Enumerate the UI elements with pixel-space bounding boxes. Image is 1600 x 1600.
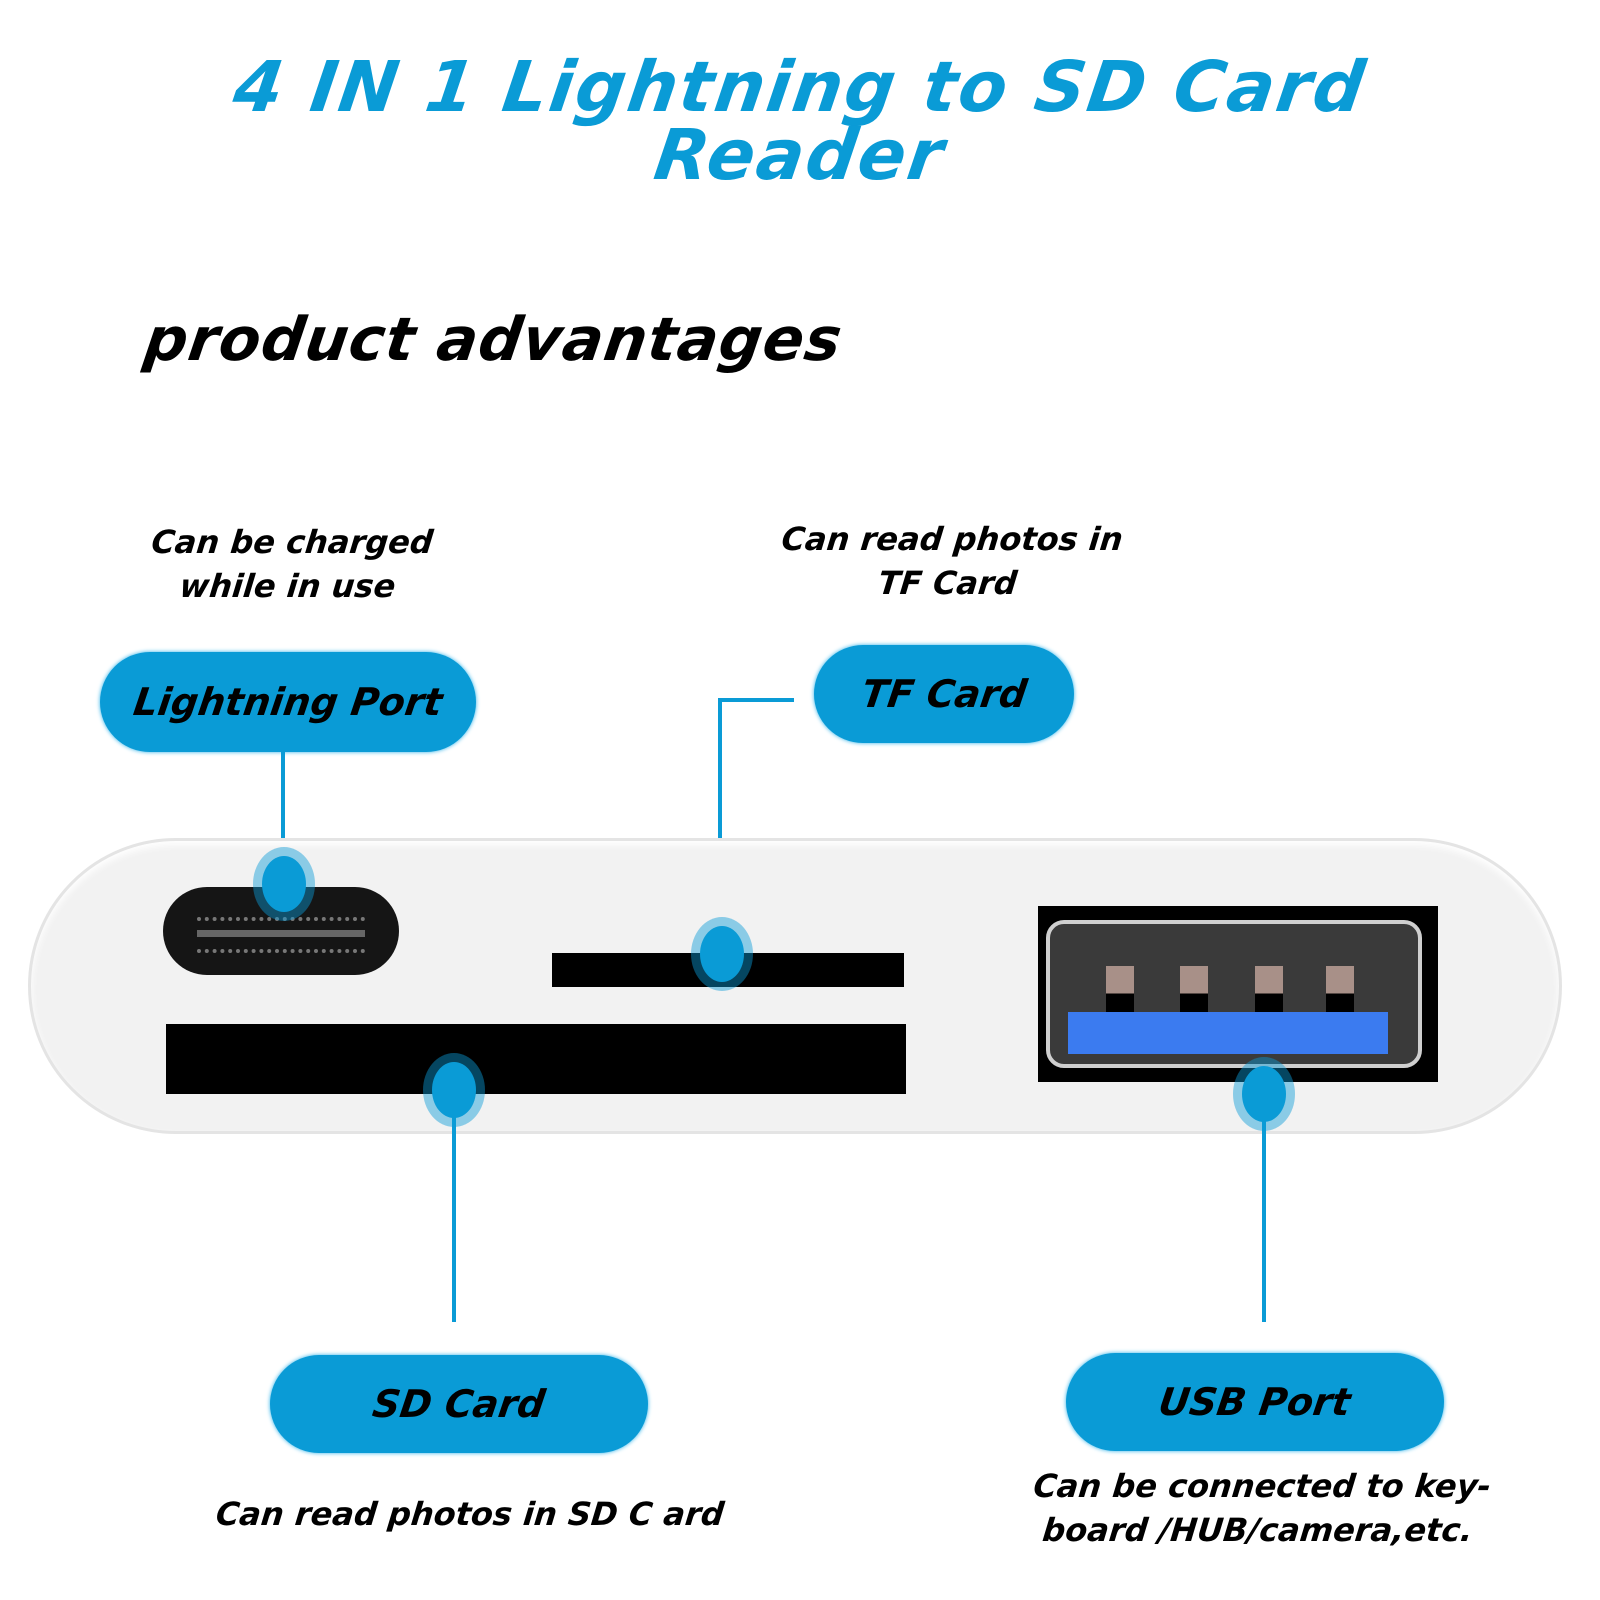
subtitle: product advantages (140, 305, 847, 375)
sd-card-label: SD Card (370, 1382, 548, 1426)
tf-card-label: TF Card (858, 672, 1030, 716)
sd-card-pill: SD Card (270, 1355, 648, 1453)
tf-connector-line-v (718, 698, 722, 948)
usb-blue-tongue (1068, 1012, 1388, 1054)
usb-caption: Can be connected to key- board /HUB/came… (975, 1464, 1544, 1552)
tf-caption-line1: Can read photos in (779, 520, 1125, 558)
usb-connector-line (1262, 1100, 1266, 1322)
lightning-caption-line2: while in use (177, 567, 398, 605)
lightning-connector-line (281, 752, 285, 882)
lightning-caption: Can be charged while in use (95, 520, 484, 608)
title-line-2: Reader (649, 114, 951, 196)
lightning-caption-line1: Can be charged (149, 523, 435, 561)
sd-slot-icon (166, 1024, 906, 1094)
lightning-hotspot-dot (262, 856, 306, 912)
usb-caption-line2: board /HUB/camera,etc. (1040, 1511, 1475, 1549)
usb-a-port-icon (1038, 906, 1438, 1082)
lightning-port-label: Lightning Port (130, 680, 446, 724)
usb-port-pill: USB Port (1066, 1353, 1444, 1451)
tf-caption: Can read photos in TF Card (735, 517, 1164, 605)
tf-hotspot-dot (700, 926, 744, 982)
sd-connector-line (452, 1100, 456, 1322)
usb-caption-line1: Can be connected to key- (1031, 1467, 1493, 1505)
tf-caption-line2: TF Card (876, 564, 1019, 602)
tf-connector-line-h (718, 698, 794, 702)
lightning-port-pill: Lightning Port (100, 652, 476, 752)
title-line-1: 4 IN 1 Lightning to SD Card (228, 46, 1372, 128)
usb-port-label: USB Port (1156, 1380, 1354, 1424)
sd-caption: Can read photos in SD C ard (214, 1495, 726, 1533)
tf-card-pill: TF Card (814, 645, 1074, 743)
